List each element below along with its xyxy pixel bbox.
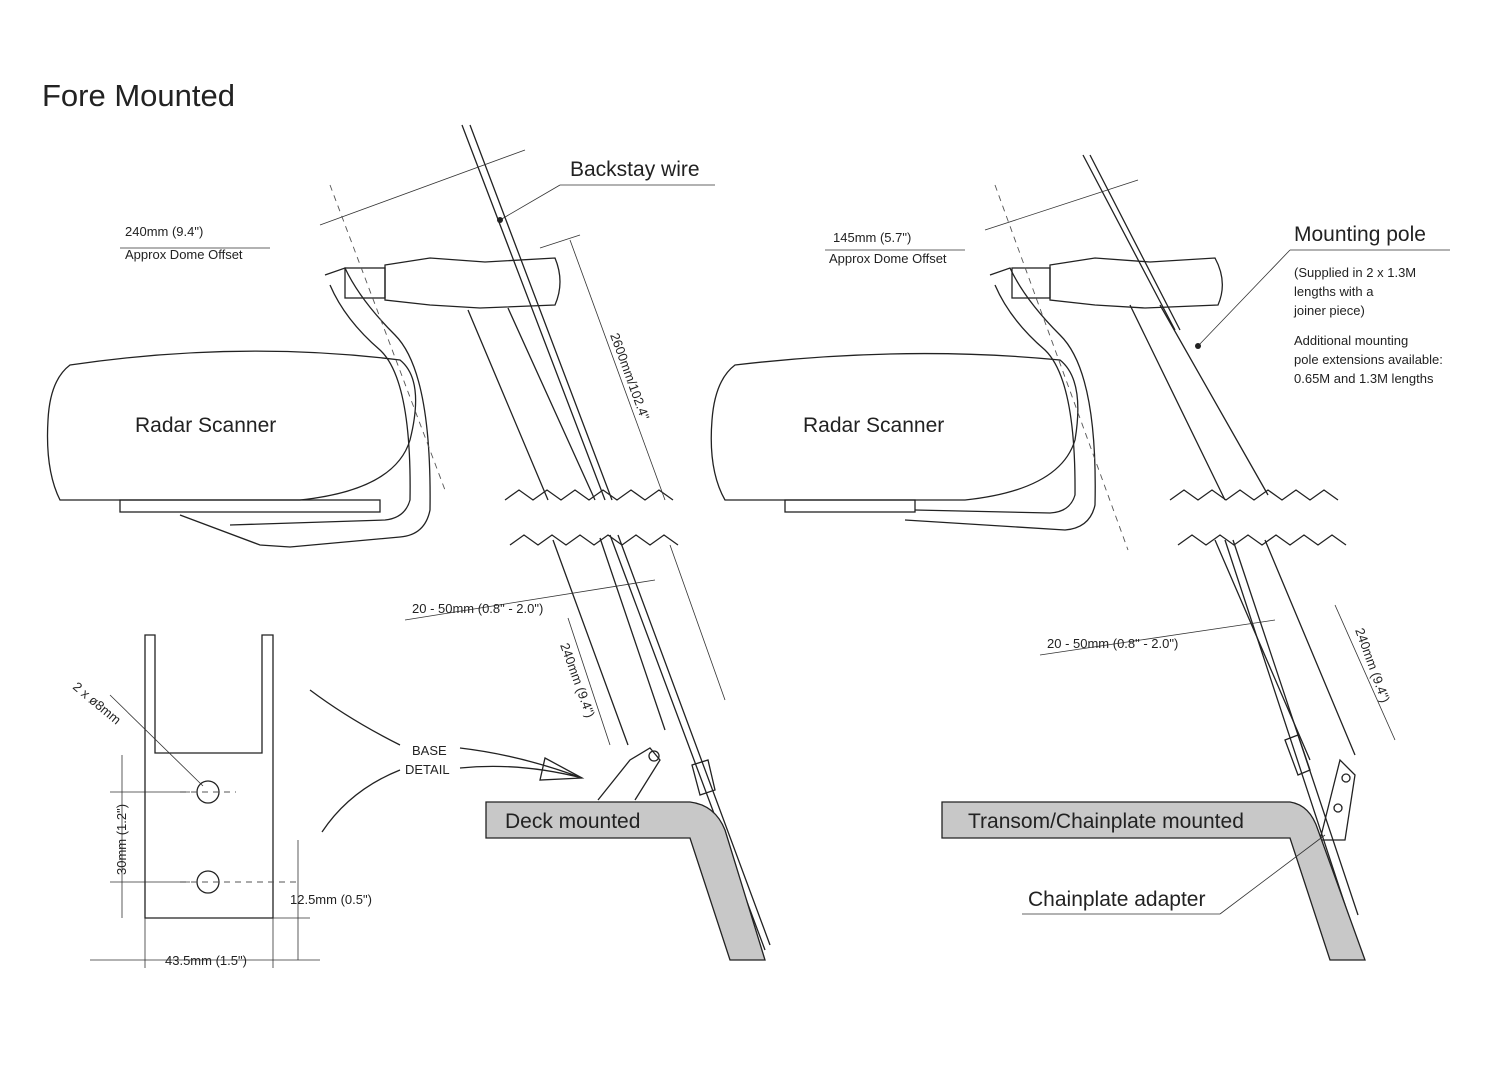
- offset-dim-line-left: [319, 149, 526, 226]
- radar-base-left: [119, 499, 381, 513]
- offset-dim-right: 145mm (5.7"): [833, 230, 911, 245]
- pole-dot: [1195, 343, 1201, 349]
- pole-note-3: joiner piece): [1293, 303, 1365, 318]
- deck-section: [485, 801, 766, 961]
- clamp-hinge-left: [344, 267, 386, 299]
- upper-pole-right: [1129, 304, 1269, 501]
- upper-pole-left: [467, 307, 596, 501]
- lower-dim-line-left: [567, 617, 611, 746]
- edge-dim: 12.5mm (0.5"): [290, 892, 372, 907]
- chainplate-wire: [1224, 539, 1359, 921]
- pivot-bolt-right-top: [1341, 773, 1351, 783]
- pole-note-1: (Supplied in 2 x 1.3M: [1294, 265, 1416, 280]
- long-dim-line: [569, 239, 666, 501]
- clamp-right: [1049, 257, 1223, 309]
- callout-curve-bottom: [321, 769, 401, 833]
- transom-label: Transom/Chainplate mounted: [968, 810, 1244, 833]
- left-assembly: Radar Scanner Deck mounted 240mm (9.4") …: [46, 124, 771, 961]
- bracket-arm-right: [904, 267, 1096, 531]
- backstay-wire-lower: [609, 534, 771, 951]
- lower-dim-right: 240mm (9.4"): [1352, 626, 1393, 705]
- gap-dim-line-right: [1039, 619, 1276, 656]
- gap-dim-left: 20 - 50mm (0.8" - 2.0"): [412, 601, 543, 616]
- offset-note-left: Approx Dome Offset: [125, 247, 243, 262]
- radar-label-left: Radar Scanner: [135, 414, 276, 437]
- base-detail: 2 x ø8mm 30mm (1.2") 12.5mm (0.5") 43.5m…: [70, 634, 372, 968]
- backstay-leader: [499, 184, 561, 221]
- page-title: Fore Mounted: [42, 78, 235, 113]
- pivot-bolt-right-bottom: [1333, 803, 1343, 813]
- radar-dome-right: [710, 352, 1079, 501]
- lower-pole-left: [552, 537, 666, 746]
- lower-dim-left: 240mm (9.4"): [557, 641, 598, 720]
- long-dim-text: 2600mm/102.4": [607, 331, 652, 422]
- break-line-lower-left: [509, 534, 679, 546]
- offset-dim-line-right: [984, 179, 1139, 231]
- offset-note-right: Approx Dome Offset: [829, 251, 947, 266]
- backstay-dot: [497, 217, 503, 223]
- pole-ext-note-3: 0.65M and 1.3M lengths: [1294, 371, 1434, 386]
- clamp-left: [384, 257, 561, 309]
- pivot-bolt-left: [648, 750, 660, 762]
- gap-dim-line-left: [404, 579, 656, 621]
- offset-centreline-left: [329, 184, 446, 491]
- deck-label: Deck mounted: [505, 810, 640, 833]
- callout-arrow-lines: [459, 747, 583, 779]
- right-assembly: Radar Scanner Transom/Chainplate mounted…: [710, 154, 1450, 961]
- radar-dome-left: [46, 350, 417, 501]
- spacing-dim: 30mm (1.2"): [114, 804, 129, 875]
- width-dim: 43.5mm (1.5"): [165, 953, 247, 968]
- wire-fitting-right: [1284, 734, 1311, 776]
- base-plate: [144, 634, 274, 919]
- offset-dim-left: 240mm (9.4"): [125, 224, 203, 239]
- break-line-upper-right: [1169, 489, 1339, 501]
- radar-base-right: [784, 499, 916, 513]
- pole-leader: [1197, 249, 1291, 347]
- pole-ext-note-1: Additional mounting: [1294, 333, 1408, 348]
- transom-section: [941, 801, 1366, 961]
- break-line-lower-right: [1177, 534, 1347, 546]
- bracket-arm-left: [179, 267, 431, 548]
- callout-arrowhead: [539, 757, 585, 781]
- pole-note-2: lengths with a: [1294, 284, 1374, 299]
- base-detail-label-1: BASE: [412, 743, 447, 758]
- offset-centreline-right: [994, 184, 1129, 551]
- adapter-leader: [1219, 834, 1326, 915]
- bracket-arm-left-inner: [229, 284, 411, 526]
- pole-ext-note-2: pole extensions available:: [1294, 352, 1443, 367]
- pole-label: Mounting pole: [1294, 223, 1426, 246]
- base-bracket-left: [597, 747, 661, 801]
- gap-dim-right: 20 - 50mm (0.8" - 2.0"): [1047, 636, 1178, 651]
- backstay-wire-upper: [461, 124, 613, 501]
- break-line-upper-left: [504, 489, 674, 501]
- wire-fitting-left: [691, 759, 716, 796]
- hole-leader: [109, 694, 204, 787]
- chainplate-adapter: [1319, 758, 1356, 841]
- long-dim-tick-top: [539, 234, 581, 249]
- hole-dim: 2 x ø8mm: [70, 679, 124, 728]
- bracket-arm-right-inner: [914, 284, 1076, 514]
- backstay-label: Backstay wire: [570, 158, 700, 181]
- base-detail-label-2: DETAIL: [405, 762, 450, 777]
- clamp-hinge-right: [1011, 267, 1051, 299]
- pole-top-right: [1082, 154, 1181, 331]
- adapter-label: Chainplate adapter: [1028, 888, 1205, 911]
- callout-curve-top: [309, 689, 401, 746]
- lower-dim-line-right: [1334, 604, 1396, 741]
- long-dim-line-lower: [669, 544, 726, 701]
- radar-label-right: Radar Scanner: [803, 414, 944, 437]
